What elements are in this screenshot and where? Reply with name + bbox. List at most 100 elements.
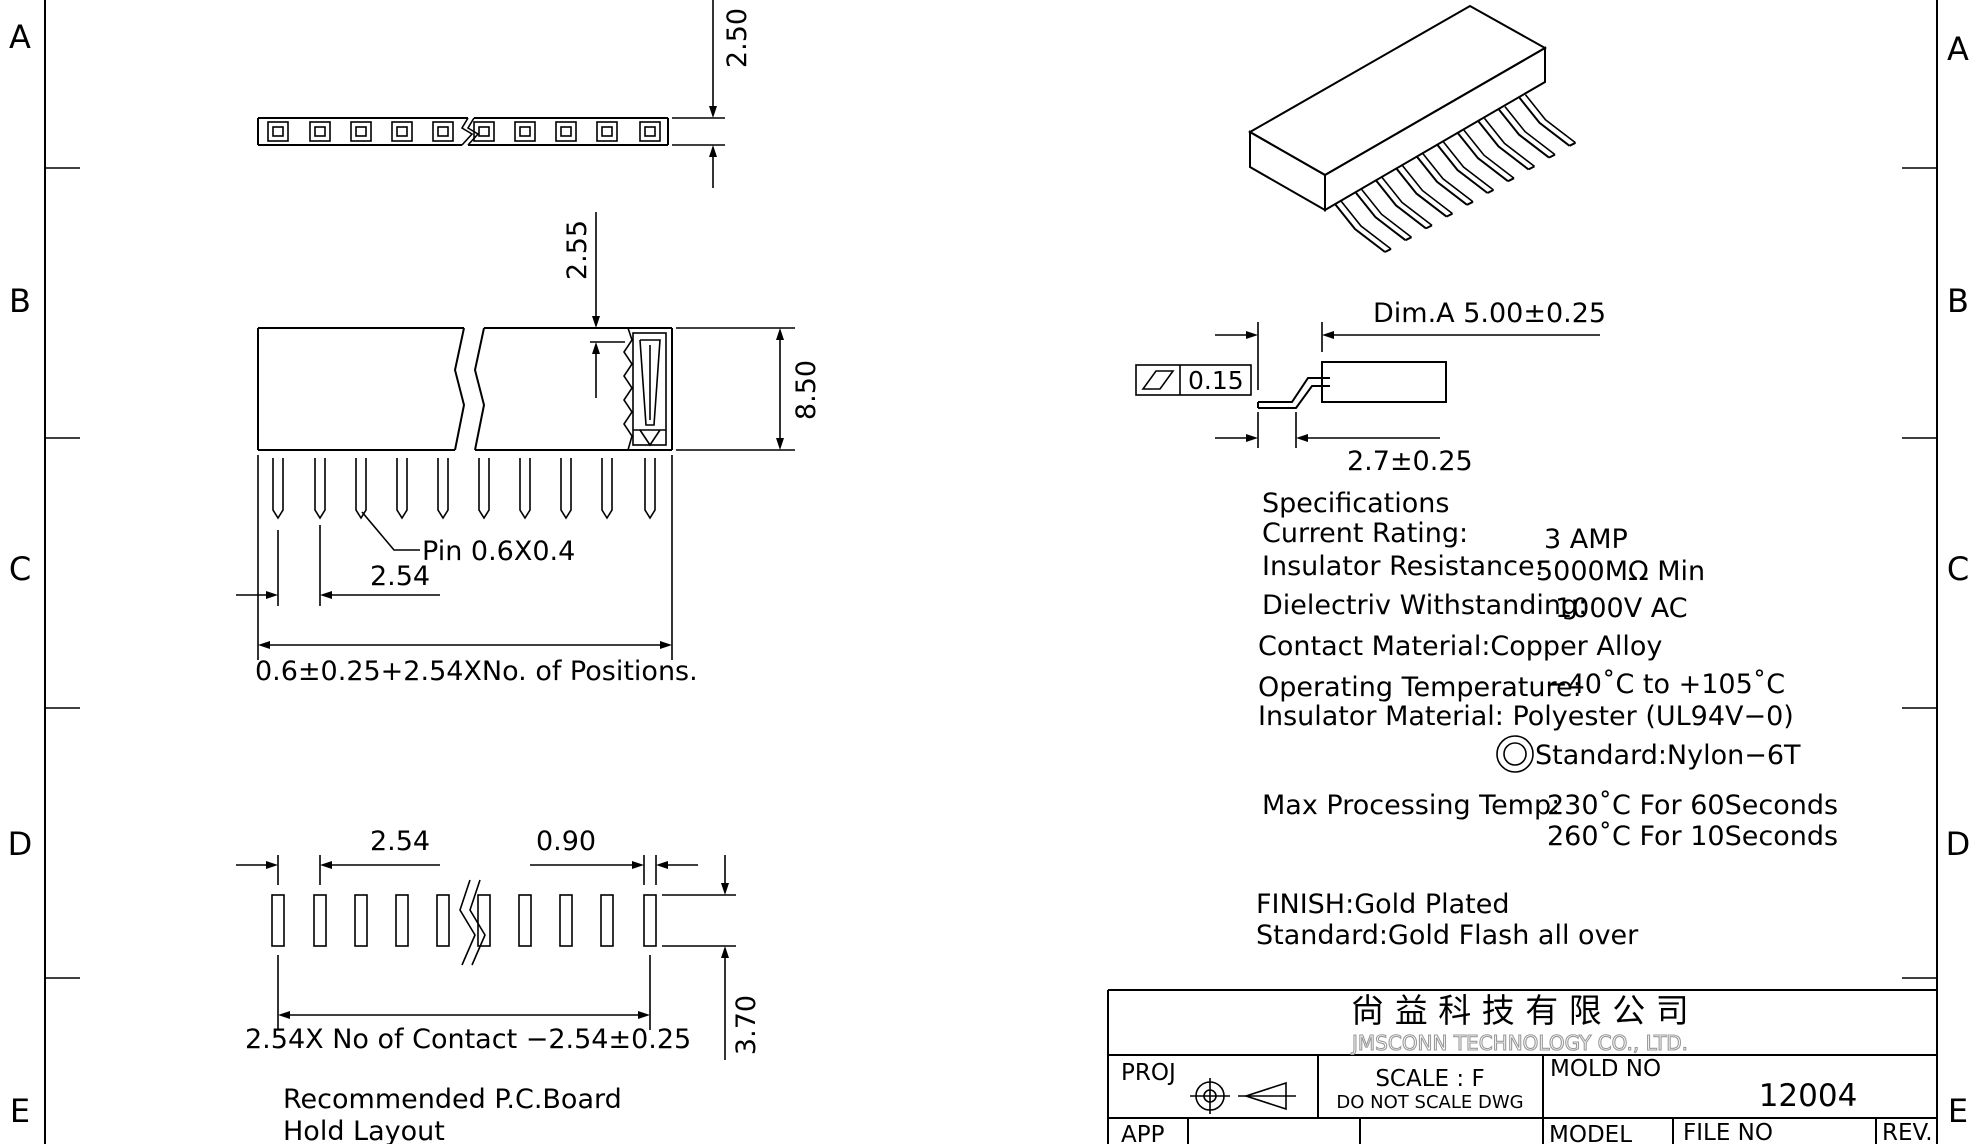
row-labels-left: A B C D E: [8, 18, 33, 1130]
pcb-hole: [600, 894, 614, 947]
spec-current-value: 3 AMP: [1544, 524, 1628, 555]
pcb-hole: [313, 894, 327, 947]
side-view-pin: [272, 458, 284, 520]
isometric-pin: [1416, 153, 1474, 206]
side-view-pin: [601, 458, 613, 520]
side-view-pin: [478, 458, 490, 520]
spec-heading: Specifications: [1262, 488, 1449, 519]
pcb-hole: [436, 894, 450, 947]
isometric-pin: [1477, 117, 1535, 171]
top-view-cavity: [555, 121, 577, 142]
projection-symbol-icon: [1190, 1078, 1296, 1114]
standard-material-symbol: [1496, 735, 1534, 773]
company-name-cn: 尙 益 科 技 有 限 公 司: [1351, 991, 1688, 1030]
pcb-break-symbol: [459, 879, 486, 966]
side-view-top-dimension: 2.55: [562, 212, 625, 398]
pcb-hole: [354, 894, 368, 947]
side-view-contact-section: [632, 332, 667, 447]
isometric-pins: [1334, 94, 1576, 253]
spec-finish: FINISH:Gold Plated: [1256, 889, 1510, 920]
isometric-pin: [1518, 94, 1576, 147]
isometric-pin: [1436, 141, 1494, 194]
spec-max-temp-line1: 230˚C For 60Seconds: [1547, 790, 1838, 821]
top-view-cavity: [473, 121, 495, 142]
side-view-pin: [519, 458, 531, 520]
title-block: 尙 益 科 技 有 限 公 司 JMSCONN TECHNOLOGY CO., …: [1107, 989, 1937, 1144]
pin-callout: Pin 0.6X0.4: [361, 511, 575, 567]
side-view-height-label: 8.50: [791, 360, 822, 420]
pcb-height-label: 3.70: [731, 995, 762, 1055]
spec-max-temp-label: Max Processing Temp:: [1262, 790, 1560, 821]
coplanarity-value: 0.15: [1188, 366, 1244, 395]
pin-size-label: Pin 0.6X0.4: [422, 536, 575, 567]
isometric-pin: [1375, 176, 1433, 230]
row-labels-right: A B C D E: [1946, 30, 1971, 1130]
top-view: 2.50: [257, 0, 753, 188]
row-letter-b-right: B: [1947, 282, 1969, 320]
side-view-height-dimension: 8.50: [676, 327, 822, 451]
spec-contact-material: Contact Material:Copper Alloy: [1258, 631, 1662, 662]
spec-finish-standard: Standard:Gold Flash all over: [1256, 920, 1639, 951]
row-letter-a-left: A: [9, 18, 31, 56]
mold-no-label: MOLD NO: [1550, 1056, 1661, 1082]
specifications: Specifications Current Rating: 3 AMP Ins…: [1256, 488, 1838, 951]
pcb-hole: [643, 894, 657, 947]
spec-operating-label: Operating Temperature:: [1258, 672, 1582, 703]
top-view-cavity: [350, 121, 372, 142]
side-view-pin: [314, 458, 326, 520]
mold-no-value: 12004: [1759, 1078, 1858, 1114]
top-view-cavity: [267, 121, 289, 142]
spec-max-temp-line2: 260˚C For 10Seconds: [1547, 821, 1838, 852]
scale-label: SCALE : F: [1375, 1066, 1484, 1092]
side-view-length-dimension: 0.6±0.25+2.54XNo. of Positions.: [255, 455, 698, 687]
dim-a: Dim.A 5.00±0.25: [1215, 298, 1606, 390]
pcb-hole: [518, 894, 532, 947]
dim-b-label: 2.7±0.25: [1347, 446, 1473, 477]
top-view-cavity: [639, 121, 661, 142]
spec-operating-value: −40˚C to +105˚C: [1545, 669, 1785, 700]
side-view-pin: [437, 458, 449, 520]
rev-label: REV.: [1882, 1120, 1933, 1144]
pin-profile: [1257, 361, 1447, 409]
side-view-length-label: 0.6±0.25+2.54XNo. of Positions.: [255, 656, 698, 687]
row-letter-c-left: C: [9, 550, 31, 588]
pcb-caption-line2: Hold Layout: [283, 1116, 445, 1144]
top-view-cavity: [309, 121, 331, 142]
top-view-cavity: [514, 121, 536, 142]
isometric-view: [1247, 4, 1576, 253]
file-no-label: FILE NO: [1683, 1120, 1773, 1144]
row-letter-d-right: D: [1946, 825, 1971, 863]
scale-note: DO NOT SCALE DWG: [1336, 1092, 1523, 1113]
top-view-height-dimension: 2.50: [672, 0, 753, 188]
top-view-cavity: [596, 121, 618, 142]
row-letter-e-left: E: [10, 1092, 30, 1130]
isometric-pin: [1395, 165, 1453, 218]
pcb-pitch-label: 2.54: [370, 826, 430, 857]
drawing-border: [44, 0, 1938, 1144]
top-view-height-label: 2.50: [722, 8, 753, 68]
side-view-pins: [272, 458, 656, 520]
isometric-pin: [1457, 129, 1515, 183]
spec-insulator-material: Insulator Material: Polyester (UL94V−0): [1258, 701, 1794, 732]
pcb-hole: [559, 894, 573, 947]
pcb-length-label: 2.54X No of Contact −2.54±0.25: [245, 1024, 691, 1055]
side-view: 2.55 8.50 Pin 0.6X0.4 2.54: [236, 212, 822, 687]
row-letter-a-right: A: [1947, 30, 1969, 68]
pcb-hole: [271, 894, 285, 947]
dim-a-label: Dim.A 5.00±0.25: [1373, 298, 1606, 329]
isometric-pin: [1354, 188, 1412, 242]
pcb-hole-width-label: 0.90: [536, 826, 596, 857]
side-view-pin: [396, 458, 408, 520]
row-letter-b-left: B: [9, 282, 31, 320]
spec-dielectric-value: 1000V AC: [1555, 593, 1688, 624]
top-view-cavities: [267, 121, 661, 142]
side-view-top-label: 2.55: [562, 220, 593, 280]
dim-b: 2.7±0.25: [1215, 412, 1473, 477]
pcb-hole: [395, 894, 409, 947]
spec-resistance-label: Insulator Resistance:: [1262, 551, 1544, 582]
row-letter-c-right: C: [1947, 550, 1969, 588]
app-label: APP: [1121, 1122, 1165, 1144]
proj-label: PROJ: [1121, 1060, 1176, 1086]
spec-resistance-value: 5000MΩ Min: [1536, 556, 1705, 587]
